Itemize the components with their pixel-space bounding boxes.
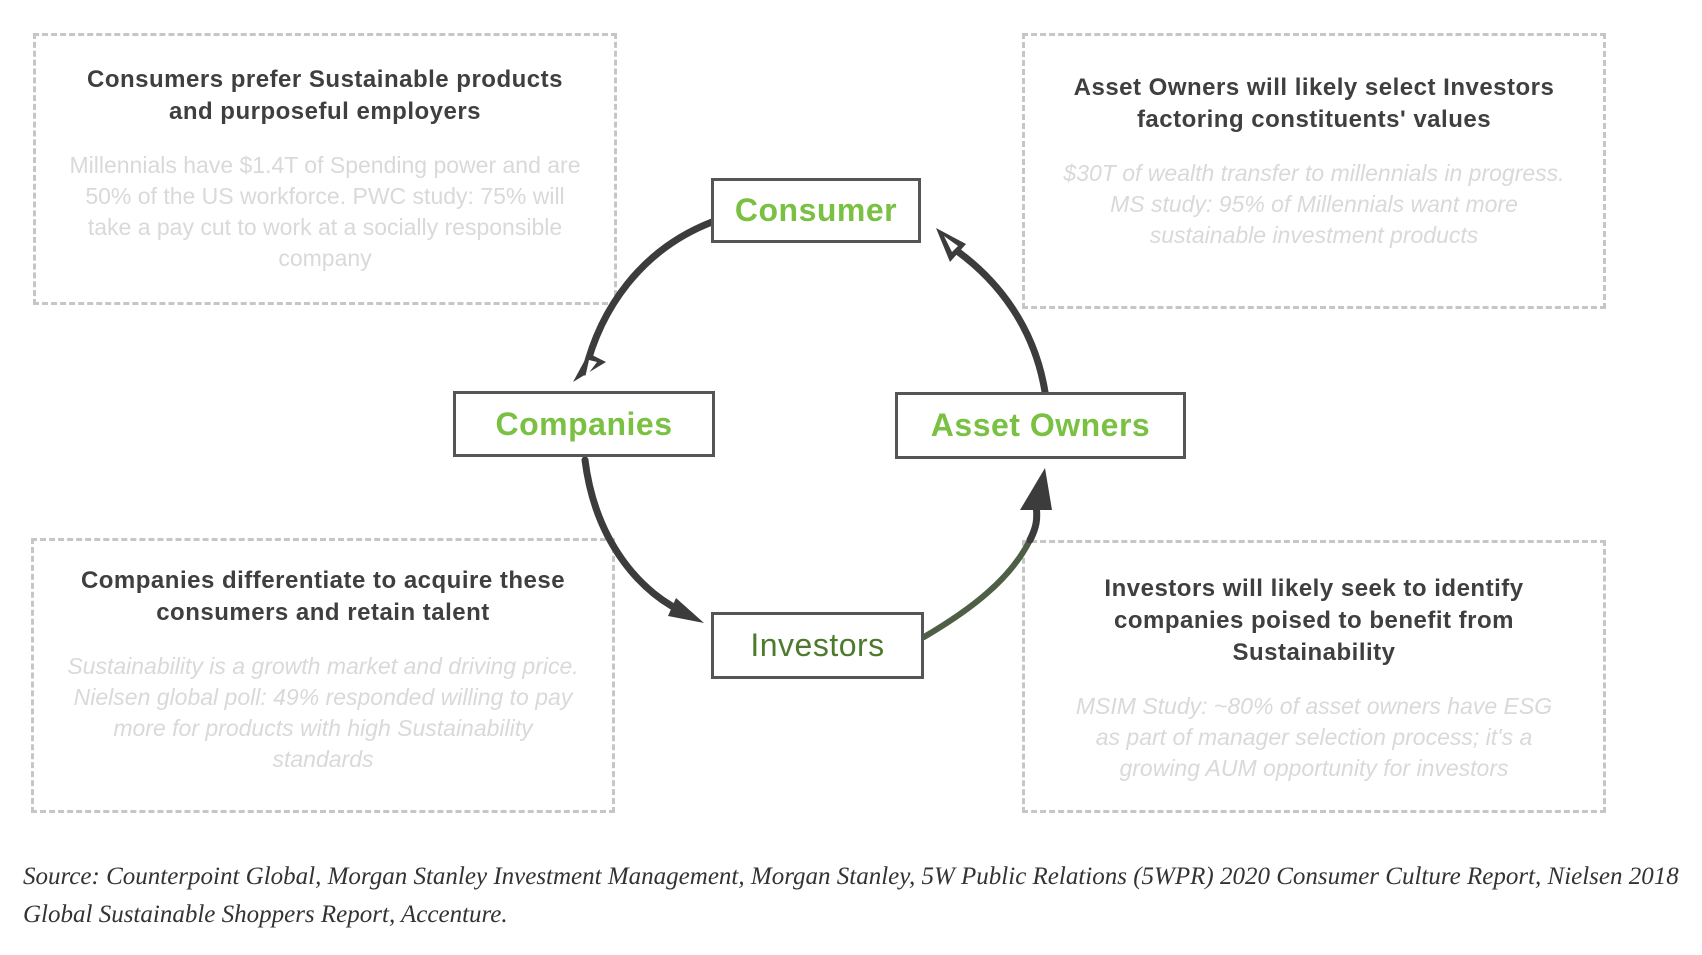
panel-asset-owners: Asset Owners will likely select Investor… (1022, 33, 1606, 309)
panel-consumers-heading: Consumers prefer Sustainable products an… (87, 66, 563, 125)
panel-consumers: Consumers prefer Sustainable products an… (33, 33, 617, 305)
arrow-investors-to-asset-owners-upper (1026, 501, 1041, 544)
panel-consumers-body: Millennials have $1.4T of Spending power… (69, 152, 581, 271)
node-consumer: Consumer (711, 178, 921, 243)
arrow-investors-to-asset-owners (921, 537, 1033, 640)
arrowhead-consumer-inner (944, 236, 958, 252)
panel-companies: Companies differentiate to acquire these… (31, 538, 615, 813)
node-consumer-label: Consumer (734, 192, 898, 228)
panel-investors-heading: Investors will likely seek to identify c… (1104, 575, 1524, 666)
node-asset-owners: Asset Owners (895, 392, 1186, 459)
arrow-consumer-to-companies (581, 218, 716, 376)
panel-investors-body: MSIM Study: ~80% of asset owners have ES… (1075, 693, 1553, 781)
source-note: Source: Counterpoint Global, Morgan Stan… (23, 863, 1679, 928)
panel-companies-heading: Companies differentiate to acquire these… (80, 567, 566, 626)
node-investors: Investors (711, 612, 924, 679)
panel-investors: Investors will likely seek to identify c… (1022, 540, 1606, 813)
arrowhead-asset-owners (1020, 468, 1052, 510)
arrow-companies-to-investors (581, 456, 694, 619)
arrowhead-investors (668, 598, 704, 623)
panel-asset-owners-body: $30T of wealth transfer to millennials i… (1063, 160, 1565, 248)
node-companies: Companies (453, 391, 715, 457)
arrow-asset-owners-to-consumer (946, 242, 1049, 396)
node-companies-label: Companies (495, 405, 673, 442)
node-asset-owners-label: Asset Owners (930, 407, 1151, 443)
arrowhead-companies-inner (585, 360, 597, 378)
node-investors-label: Investors (750, 627, 885, 663)
panel-asset-owners-heading: Asset Owners will likely select Investor… (1073, 74, 1555, 133)
panel-companies-body: Sustainability is a growth market and dr… (67, 653, 579, 772)
